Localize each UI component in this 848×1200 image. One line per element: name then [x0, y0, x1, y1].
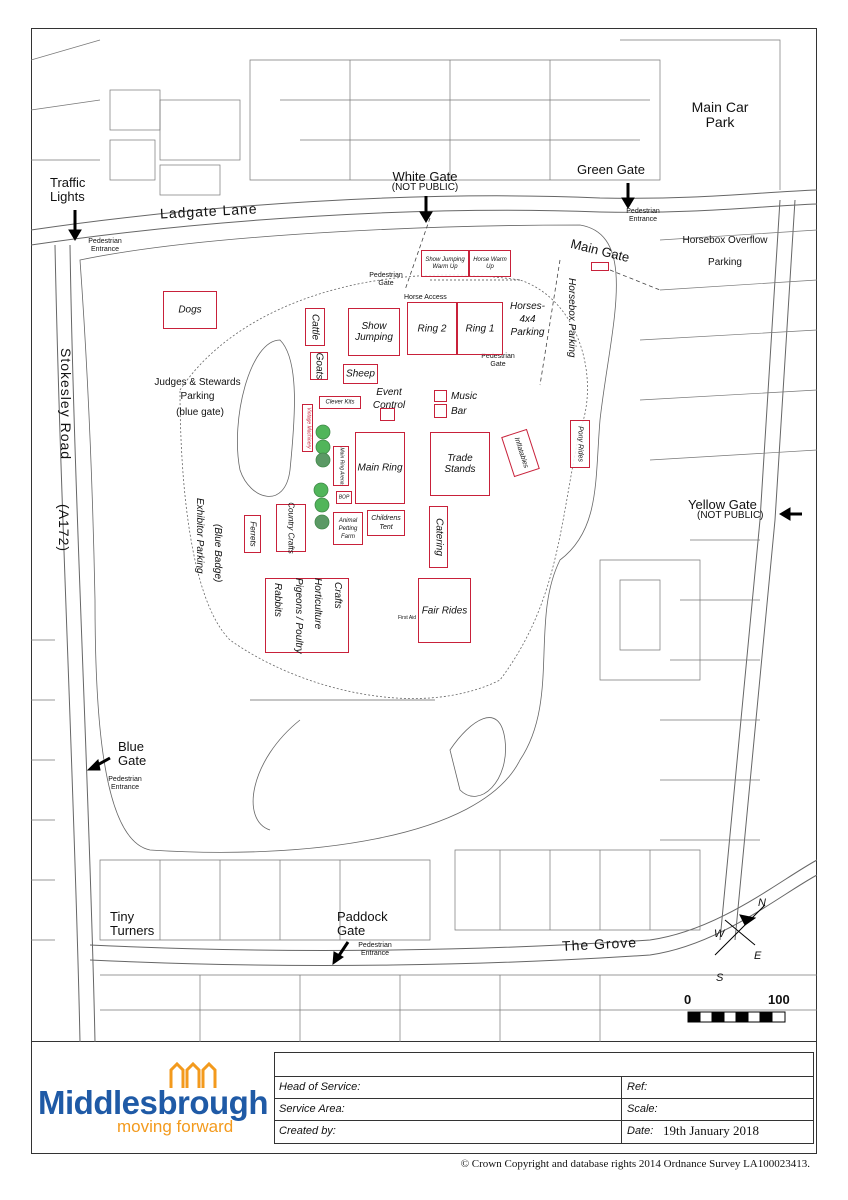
main-ring-box: Main Ring — [355, 432, 405, 504]
compass-n: N — [758, 897, 766, 909]
horsebox-parking-label: Horsebox Parking — [566, 278, 577, 358]
row-created-by: Created by: Date: 19th January 2018 — [275, 1120, 813, 1143]
white-gate-label: White Gate — [392, 169, 458, 184]
tree-markers — [313, 424, 331, 530]
exhibitor-parking-label: Exhibitor Parking — [194, 498, 205, 574]
pony-rides-box: Pony Rides — [570, 420, 590, 468]
scale-end-label: 100 — [768, 992, 790, 1007]
horse-warm-up-box: Horse Warm Up — [469, 250, 511, 277]
fair-rides-box: Fair Rides — [418, 578, 471, 643]
dogs-box: Dogs — [163, 291, 217, 329]
logo-figures-icon — [169, 1061, 217, 1088]
row-service-area: Service Area: Scale: — [275, 1098, 813, 1121]
date-value: 19th January 2018 — [663, 1123, 760, 1138]
park-boundary — [79, 224, 617, 853]
goats-box: Goats — [310, 352, 328, 380]
horticulture-label: Horticulture — [312, 578, 323, 630]
yellow-gate-note: (NOT PUBLIC) — [697, 510, 764, 521]
pedestrian-entrance-blue-gate: Pedestrian Entrance — [108, 776, 142, 791]
crafts-poultry-rabbits-box — [265, 578, 349, 653]
main-car-park-label: Main Car Park — [691, 99, 749, 130]
judges-parking-label: Judges & Stewards Parking — [154, 377, 241, 402]
music-box — [434, 390, 447, 402]
blue-badge-label: (Blue Badge) — [212, 524, 223, 583]
event-control-box — [380, 408, 395, 421]
a172-label: (A172) — [56, 504, 72, 553]
catering-box: Catering — [429, 506, 448, 568]
music-label: Music — [451, 391, 478, 402]
green-gate-label: Green Gate — [577, 162, 645, 177]
compass-e: E — [754, 950, 762, 962]
clever-kits-box: Clever Kits — [319, 396, 361, 409]
logo-name: Middlesbrough — [38, 1084, 268, 1121]
compass-rose — [714, 904, 766, 956]
blue-gate-label: Blue Gate — [118, 739, 147, 768]
ring-2-box: Ring 2 — [407, 302, 457, 355]
pigeons-poultry-label: Pigeons / Poultry — [293, 578, 304, 654]
main-ring-arena-box: Main Ring Arena — [333, 446, 349, 486]
ring-1-box: Ring 1 — [457, 302, 503, 355]
traffic-lights-label: Traffic Lights — [50, 175, 86, 204]
pedestrian-gate-north: Pedestrian Gate — [369, 272, 403, 287]
judges-blue-gate-note: (blue gate) — [176, 407, 224, 418]
show-jumping-box: Show Jumping — [348, 308, 400, 356]
bop-box: BOP — [336, 491, 352, 504]
sheep-box: Sheep — [343, 364, 378, 384]
first-aid-label: First Aid — [398, 615, 417, 621]
animal-petting-farm-box: Animal Petting Farm — [333, 512, 363, 545]
copyright-notice: © Crown Copyright and database rights 20… — [460, 1158, 810, 1170]
pedestrian-gate-east: Pedestrian Gate — [481, 353, 515, 368]
cattle-box: Cattle — [305, 308, 325, 346]
ladgate-lane-road — [31, 189, 817, 231]
vintage-machinery-box: Vintage Machinery — [302, 404, 313, 452]
the-grove-label: The Grove — [561, 934, 638, 954]
crafts-label: Crafts — [332, 582, 343, 609]
gate-arrows — [68, 183, 802, 966]
pedestrian-entrance-paddock-gate: Pedestrian Entrance — [358, 942, 392, 957]
title-table: Head of Service: Ref: Service Area: Scal… — [274, 1052, 814, 1144]
bar-label: Bar — [451, 406, 467, 417]
horsebox-overflow-label: Horsebox Overflow Parking — [682, 235, 768, 268]
trade-stands-box: Trade Stands — [430, 432, 490, 496]
pedestrian-entrance-green-gate: Pedestrian Entrance — [626, 208, 660, 223]
tiny-turners-label: Tiny Turners — [110, 909, 155, 938]
horse-access-label: Horse Access — [404, 294, 447, 301]
bar-box — [434, 404, 447, 418]
row-head-of-service: Head of Service: Ref: — [275, 1076, 813, 1099]
scale-start-label: 0 — [684, 992, 692, 1007]
stokesley-road-label: Stokesley Road — [58, 348, 74, 461]
main-gate-box — [591, 262, 609, 271]
country-crafts-box: Country Crafts — [276, 502, 306, 554]
rabbits-label: Rabbits — [272, 583, 283, 617]
show-jumping-warm-up-box: Show Jumping Warm Up — [421, 250, 469, 277]
ferrets-box: Ferrets — [244, 515, 261, 553]
logo-tagline: moving forward — [117, 1117, 234, 1136]
paddock-gate-label: Paddock Gate — [337, 909, 388, 938]
yellow-gate-label: Yellow Gate — [688, 497, 757, 512]
title-block — [31, 1042, 817, 1154]
stokesley-road — [54, 244, 81, 1042]
horses-4x4-parking-label: Horses-4x4 Parking — [509, 301, 545, 338]
white-gate-note: (NOT PUBLIC) — [391, 182, 459, 193]
pedestrian-entrance-traffic-lights: Pedestrian Entrance — [88, 238, 122, 253]
event-control-label: Event Control — [372, 387, 406, 411]
scale-bar — [687, 1011, 786, 1023]
the-grove-road — [89, 859, 817, 951]
childrens-tent-box: Childrens Tent — [367, 510, 405, 536]
compass-w: W — [714, 928, 725, 940]
compass-s: S — [716, 972, 724, 984]
